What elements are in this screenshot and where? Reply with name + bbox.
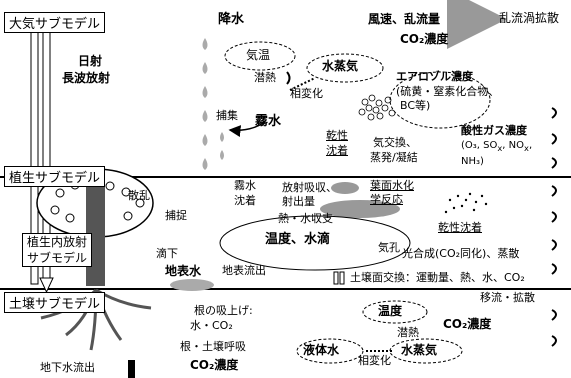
acid-gas-list-1: (O₃, SOx, NOx, <box>461 140 533 153</box>
acid-dots <box>444 192 488 214</box>
inner-radiation-box: 植生内放射 サブモデル <box>22 233 93 268</box>
liquid-ellipse <box>296 338 364 364</box>
inner-rad-line-2: サブモデル <box>27 251 88 266</box>
rad-emit-label: 射出量 <box>282 195 315 208</box>
dry-dep-label-2: 沈着 <box>326 144 348 157</box>
photosynthesis-label: 光合成(CO₂同化)、蒸散 <box>402 247 520 260</box>
atmosphere-title: 大気サブモデル <box>4 12 106 33</box>
latent-heat-label: 潜熱 <box>254 71 276 84</box>
turb-label: 乱流渦拡散 <box>499 11 560 25</box>
vegetation-title: 植生サブモデル <box>4 166 106 187</box>
soil-exchange-label: 土壌面交換：運動量、熱、水、CO₂ <box>350 271 525 284</box>
leaf-ellipse <box>219 215 411 271</box>
dry-dep-label: 乾性 <box>326 129 348 142</box>
root-uptake-label-2: 水・CO₂ <box>190 319 233 332</box>
leaf-blob-1 <box>331 182 359 194</box>
phase-change-label: 相変化 <box>290 87 323 100</box>
wind-label: 風速、乱流量 <box>368 12 441 26</box>
aerosol-detail-1: (硫黄・窒素化合物、 <box>396 85 500 98</box>
acid-gas-title: 酸性ガス濃度 <box>461 124 527 137</box>
precip-label: 降水 <box>218 12 245 27</box>
groundwater-label: 地下水流出 <box>40 361 95 374</box>
root-uptake-label: 根の吸上げ: <box>194 304 253 317</box>
turbulent-curls <box>551 107 557 347</box>
soil-temp-ellipse <box>362 300 428 324</box>
aerosol-particles <box>358 94 396 121</box>
soil-co2-label: CO₂濃度 <box>443 317 492 331</box>
surface-water-blob <box>170 279 214 291</box>
respiration-label: 根・土壌呼吸 <box>180 340 246 353</box>
aerosol-detail-2: BC等) <box>400 99 431 112</box>
exchange-label-1: 気交換、 <box>373 136 417 149</box>
soil-phase-label: 相変化 <box>358 354 391 367</box>
fog-dep-label: 霧水 <box>234 179 256 192</box>
soil-temp-label: 温度 <box>378 304 403 318</box>
vapor-label: 水蒸気 <box>322 59 359 73</box>
soil-co2-left-label: CO₂濃度 <box>190 358 239 372</box>
air-temp-ellipse <box>224 41 296 71</box>
soil-latent-label: 潜熱 <box>397 326 419 339</box>
air-temp-label: 気温 <box>246 48 271 62</box>
aerosol-ellipse <box>389 71 491 129</box>
vapor-ellipse <box>306 53 384 83</box>
exchange-label-2: 蒸発/凝結 <box>370 151 418 164</box>
longwave-label: 長波放射 <box>62 71 111 85</box>
scatter-label: 散乱 <box>128 189 150 202</box>
leaf-surface-label-1: 葉面水化 <box>370 179 414 192</box>
fog-label: 霧水 <box>255 114 282 129</box>
rain-drops <box>202 38 224 170</box>
surface-water-label: 地表水 <box>165 264 202 278</box>
soil-title: 土壌サブモデル <box>4 292 106 313</box>
stomata-label: 気孔 <box>378 241 400 254</box>
groundwater-bar <box>128 360 135 378</box>
rad-abs-label: 放射吸収、 <box>282 181 337 194</box>
heat-water-label: 熱・水収支 <box>278 212 333 225</box>
advection-label: 移流・拡散 <box>480 291 535 304</box>
phase-arrow <box>289 77 316 91</box>
aerosol-title: エアロゾル濃度 <box>396 70 473 83</box>
fog-dep-label-2: 沈着 <box>234 194 256 207</box>
temp-drop-label: 温度、水滴 <box>265 232 331 247</box>
insolation-label: 日射 <box>78 54 103 68</box>
surface-runoff-label: 地表流出 <box>222 264 266 277</box>
acid-gas-list-2: NH₃) <box>461 156 484 167</box>
latent-curve <box>286 71 291 85</box>
drip-label: 滴下 <box>156 247 178 260</box>
soil-vapor-label: 水蒸気 <box>401 343 438 357</box>
dry-dep2-label: 乾性沈着 <box>438 221 482 234</box>
capture-label: 捕集 <box>216 109 238 122</box>
inner-rad-line-1: 植生内放射 <box>27 235 88 249</box>
catch-label: 捕捉 <box>165 209 187 222</box>
co2-atm-label: CO₂濃度 <box>400 32 449 46</box>
liquid-water-label: 液体水 <box>303 343 340 357</box>
leaf-surface-label-2: 学反応 <box>370 193 403 206</box>
fog-arrow <box>228 121 266 138</box>
soil-exchange-arrows <box>333 271 345 285</box>
leaf-blob-2 <box>320 200 400 218</box>
